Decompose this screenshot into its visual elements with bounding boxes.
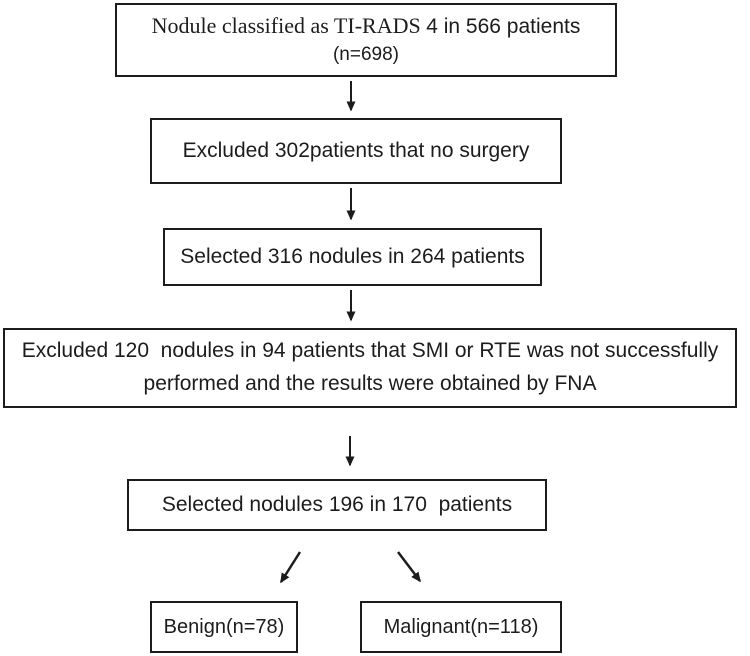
box-text-line: performed and the results were obtained … bbox=[143, 372, 597, 395]
box-text-line: (n=698) bbox=[332, 44, 400, 66]
flow-box-excluded-120-nodules: Excluded 120 nodules in 94 patients that… bbox=[3, 328, 737, 408]
flow-box-selected-316-nodules: Selected 316 nodules in 264 patients bbox=[163, 228, 542, 286]
diagonal-left-arrow-icon bbox=[279, 551, 302, 584]
box-text-line: Nodule classified as TI-RADS 4 in 566 pa… bbox=[152, 11, 581, 42]
box-text-line: Malignant(n=118) bbox=[383, 616, 539, 638]
box-text-line: Benign(n=78) bbox=[163, 616, 285, 638]
flow-box-benign-outcome: Benign(n=78) bbox=[150, 601, 298, 653]
box-text-line: Excluded 120 nodules in 94 patients that… bbox=[21, 339, 719, 363]
box-text-line: Selected 316 nodules in 264 patients bbox=[180, 245, 525, 269]
box-text-serif-segment: Nodule classified as TI-RADS bbox=[151, 13, 427, 39]
diagonal-right-arrow-icon bbox=[397, 551, 421, 583]
box-text-sans-segment: 4 in 566 patients bbox=[426, 15, 581, 39]
flow-box-excluded-no-surgery: Excluded 302patients that no surgery bbox=[150, 118, 562, 184]
flow-box-selected-196-nodules: Selected nodules 196 in 170 patients bbox=[127, 479, 547, 531]
flow-box-tirads-classification: Nodule classified as TI-RADS 4 in 566 pa… bbox=[115, 3, 617, 77]
box-text-line: Selected nodules 196 in 170 patients bbox=[161, 493, 513, 517]
flow-box-malignant-outcome: Malignant(n=118) bbox=[360, 601, 562, 653]
box-text-line: Excluded 302patients that no surgery bbox=[182, 139, 530, 163]
